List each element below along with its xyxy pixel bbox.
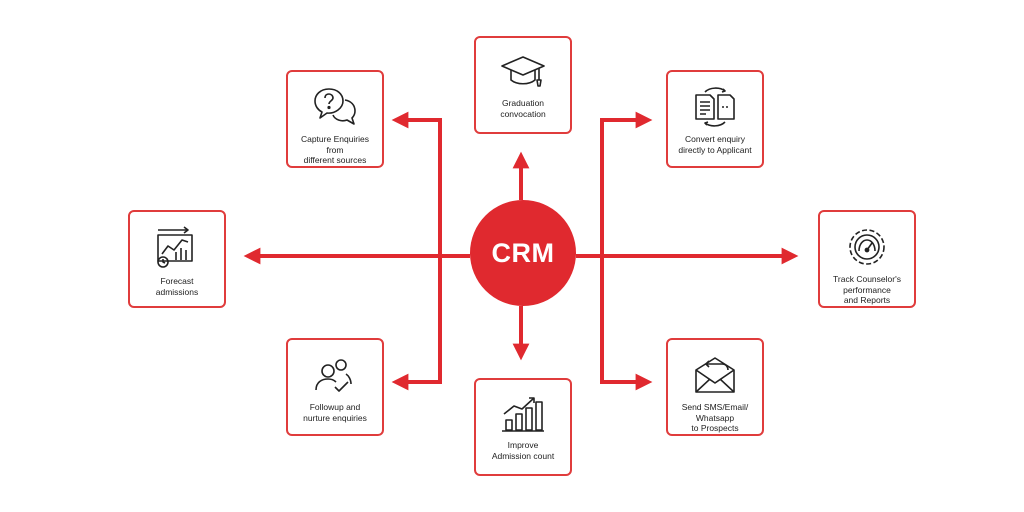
envelope-reply-icon (695, 357, 735, 393)
node-improve: Improve Admission count (474, 378, 572, 476)
crm-hub: CRM (470, 200, 576, 306)
node-label: Capture Enquiries from different sources (300, 134, 370, 165)
node-graduation: Graduation convocation (474, 36, 572, 134)
node-forecast: Forecast admissions (128, 210, 226, 308)
hub-label: CRM (491, 237, 555, 268)
node-capture: Capture Enquiries from different sources (286, 70, 384, 168)
node-label: Convert enquiry directly to Applicant (678, 134, 752, 155)
node-label: Track Counselor's performance and Report… (833, 274, 901, 305)
node-label: Send SMS/Email/ Whatsapp to Prospects (681, 402, 749, 433)
question-chat-icon (314, 88, 356, 125)
arrow-capture (391, 111, 442, 256)
forecast-chart-icon (157, 226, 193, 268)
document-transfer-icon (695, 87, 735, 127)
node-label: Forecast admissions (155, 276, 199, 297)
gauge-gear-icon (849, 229, 885, 265)
node-label: Improve Admission count (491, 440, 555, 461)
graduation-cap-icon (501, 56, 545, 87)
node-convert: Convert enquiry directly to Applicant (666, 70, 764, 168)
node-label: Graduation convocation (500, 98, 546, 119)
arrow-followup (391, 256, 442, 391)
arrow-send (600, 256, 653, 391)
node-track: Track Counselor's performance and Report… (818, 210, 916, 308)
node-followup: Followup and nurture enquiries (286, 338, 384, 436)
node-send: Send SMS/Email/ Whatsapp to Prospects (666, 338, 764, 436)
growth-bar-chart-icon (502, 397, 544, 432)
users-check-icon (315, 359, 352, 392)
node-label: Followup and nurture enquiries (303, 402, 367, 423)
arrow-convert (600, 111, 653, 256)
